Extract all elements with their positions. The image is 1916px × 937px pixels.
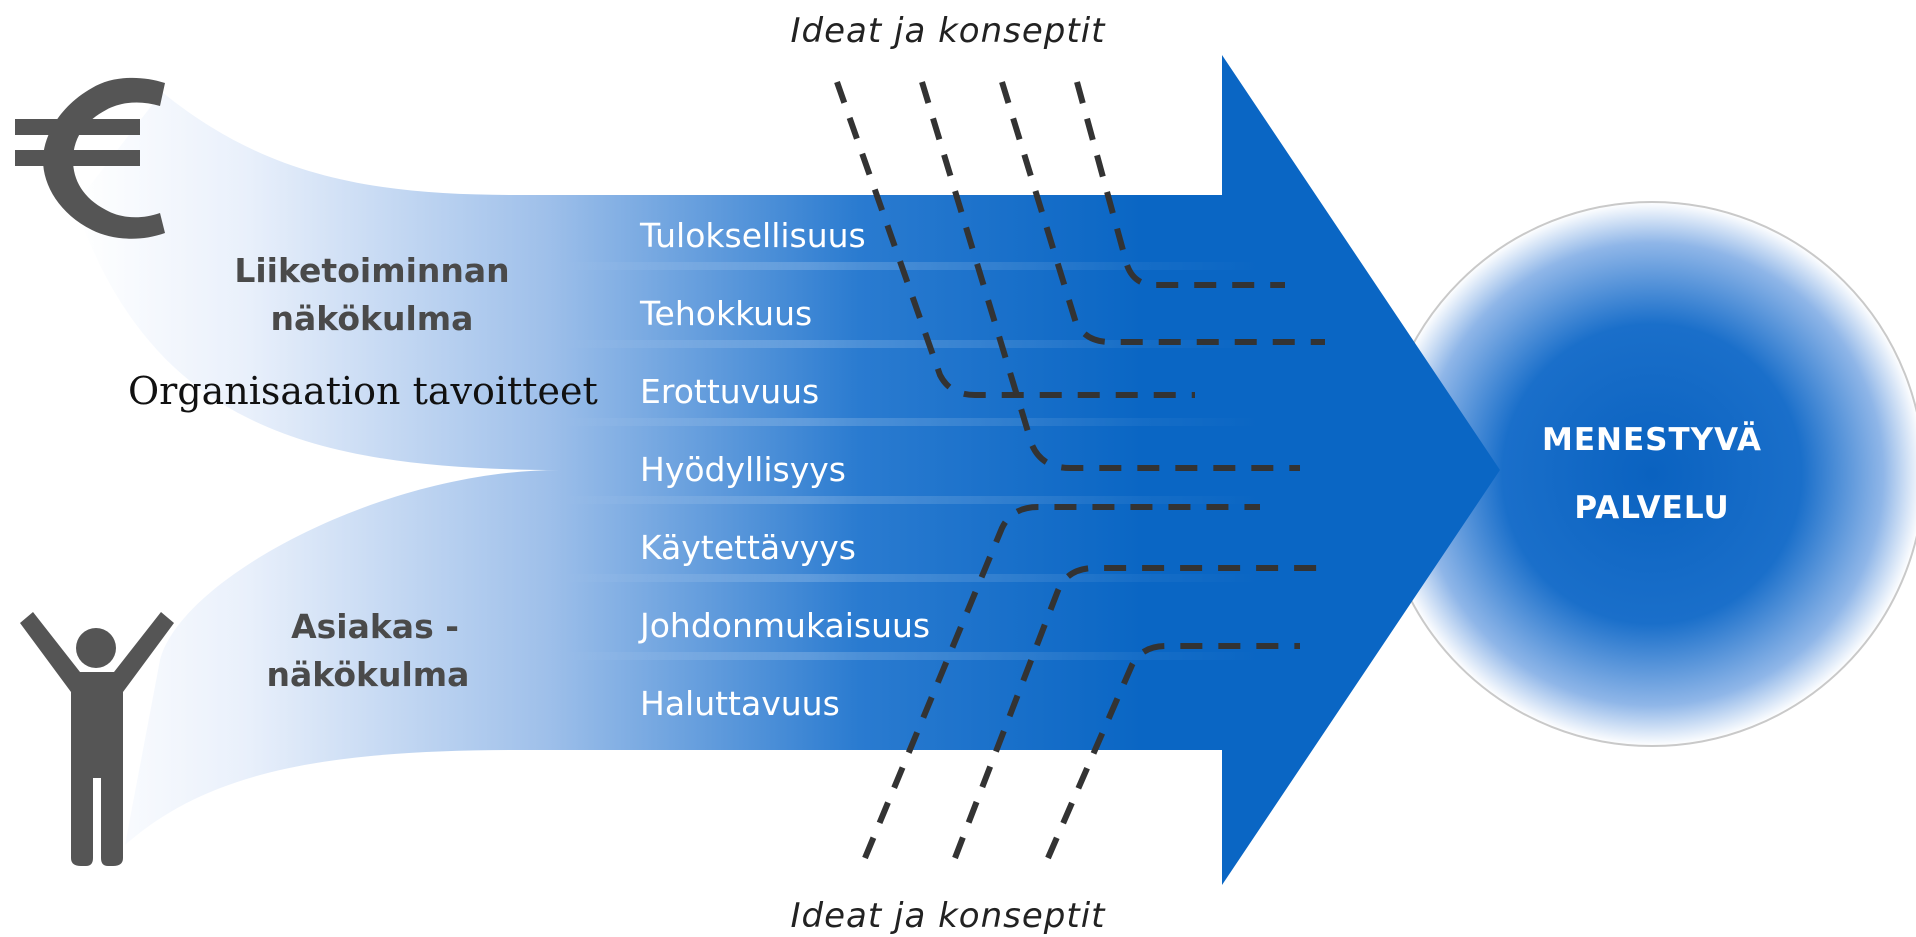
idea-paths-bottom bbox=[862, 504, 1320, 860]
business-perspective-line2: näkökulma bbox=[271, 299, 474, 338]
result-label-line2: PALVELU bbox=[1574, 490, 1729, 526]
idea-paths-top bbox=[834, 81, 1325, 471]
quality-item: Haluttavuus bbox=[640, 684, 840, 723]
ideas-bottom-label: Ideat ja konseptit bbox=[791, 896, 1107, 936]
quality-item: Tuloksellisuus bbox=[639, 216, 866, 255]
quality-item: Johdonmukaisuus bbox=[638, 606, 930, 645]
quality-item: Erottuvuus bbox=[640, 372, 819, 411]
quality-item: Käytettävyys bbox=[640, 528, 856, 567]
quality-item: Hyödyllisyys bbox=[640, 450, 846, 489]
customer-perspective-line1: Asiakas - bbox=[291, 607, 459, 646]
customer-perspective-line2: näkökulma bbox=[267, 655, 470, 694]
person-icon bbox=[20, 612, 174, 866]
result-label-line1: MENESTYVÄ bbox=[1542, 422, 1762, 458]
quality-bands bbox=[560, 262, 1260, 660]
quality-item: Tehokkuus bbox=[639, 294, 812, 333]
business-perspective-line1: Liiketoiminnan bbox=[234, 251, 509, 290]
ideas-top-label: Ideat ja konseptit bbox=[791, 11, 1107, 51]
organization-goals-label: Organisaation tavoitteet bbox=[128, 369, 598, 413]
euro-icon bbox=[15, 77, 165, 239]
